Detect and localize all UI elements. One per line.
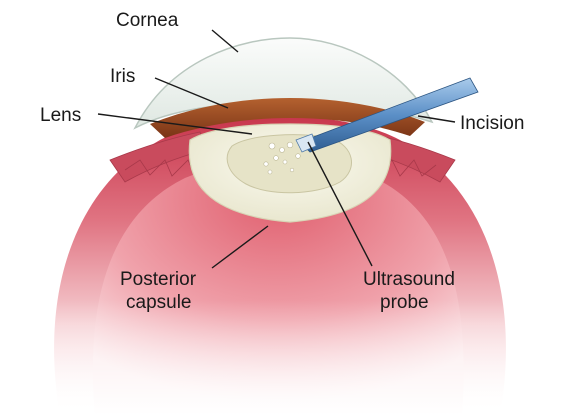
label-posterior-line2: capsule	[126, 292, 192, 313]
label-probe-line2: probe	[380, 292, 429, 313]
label-posterior-line1: Posterior	[120, 269, 197, 290]
label-incision: Incision	[460, 113, 524, 134]
label-cornea: Cornea	[116, 10, 179, 31]
label-probe-line1: Ultrasound	[363, 269, 455, 290]
label-iris: Iris	[110, 66, 135, 87]
label-lens: Lens	[40, 105, 81, 126]
bottom-fade	[0, 300, 564, 415]
cornea-leader	[212, 30, 238, 52]
